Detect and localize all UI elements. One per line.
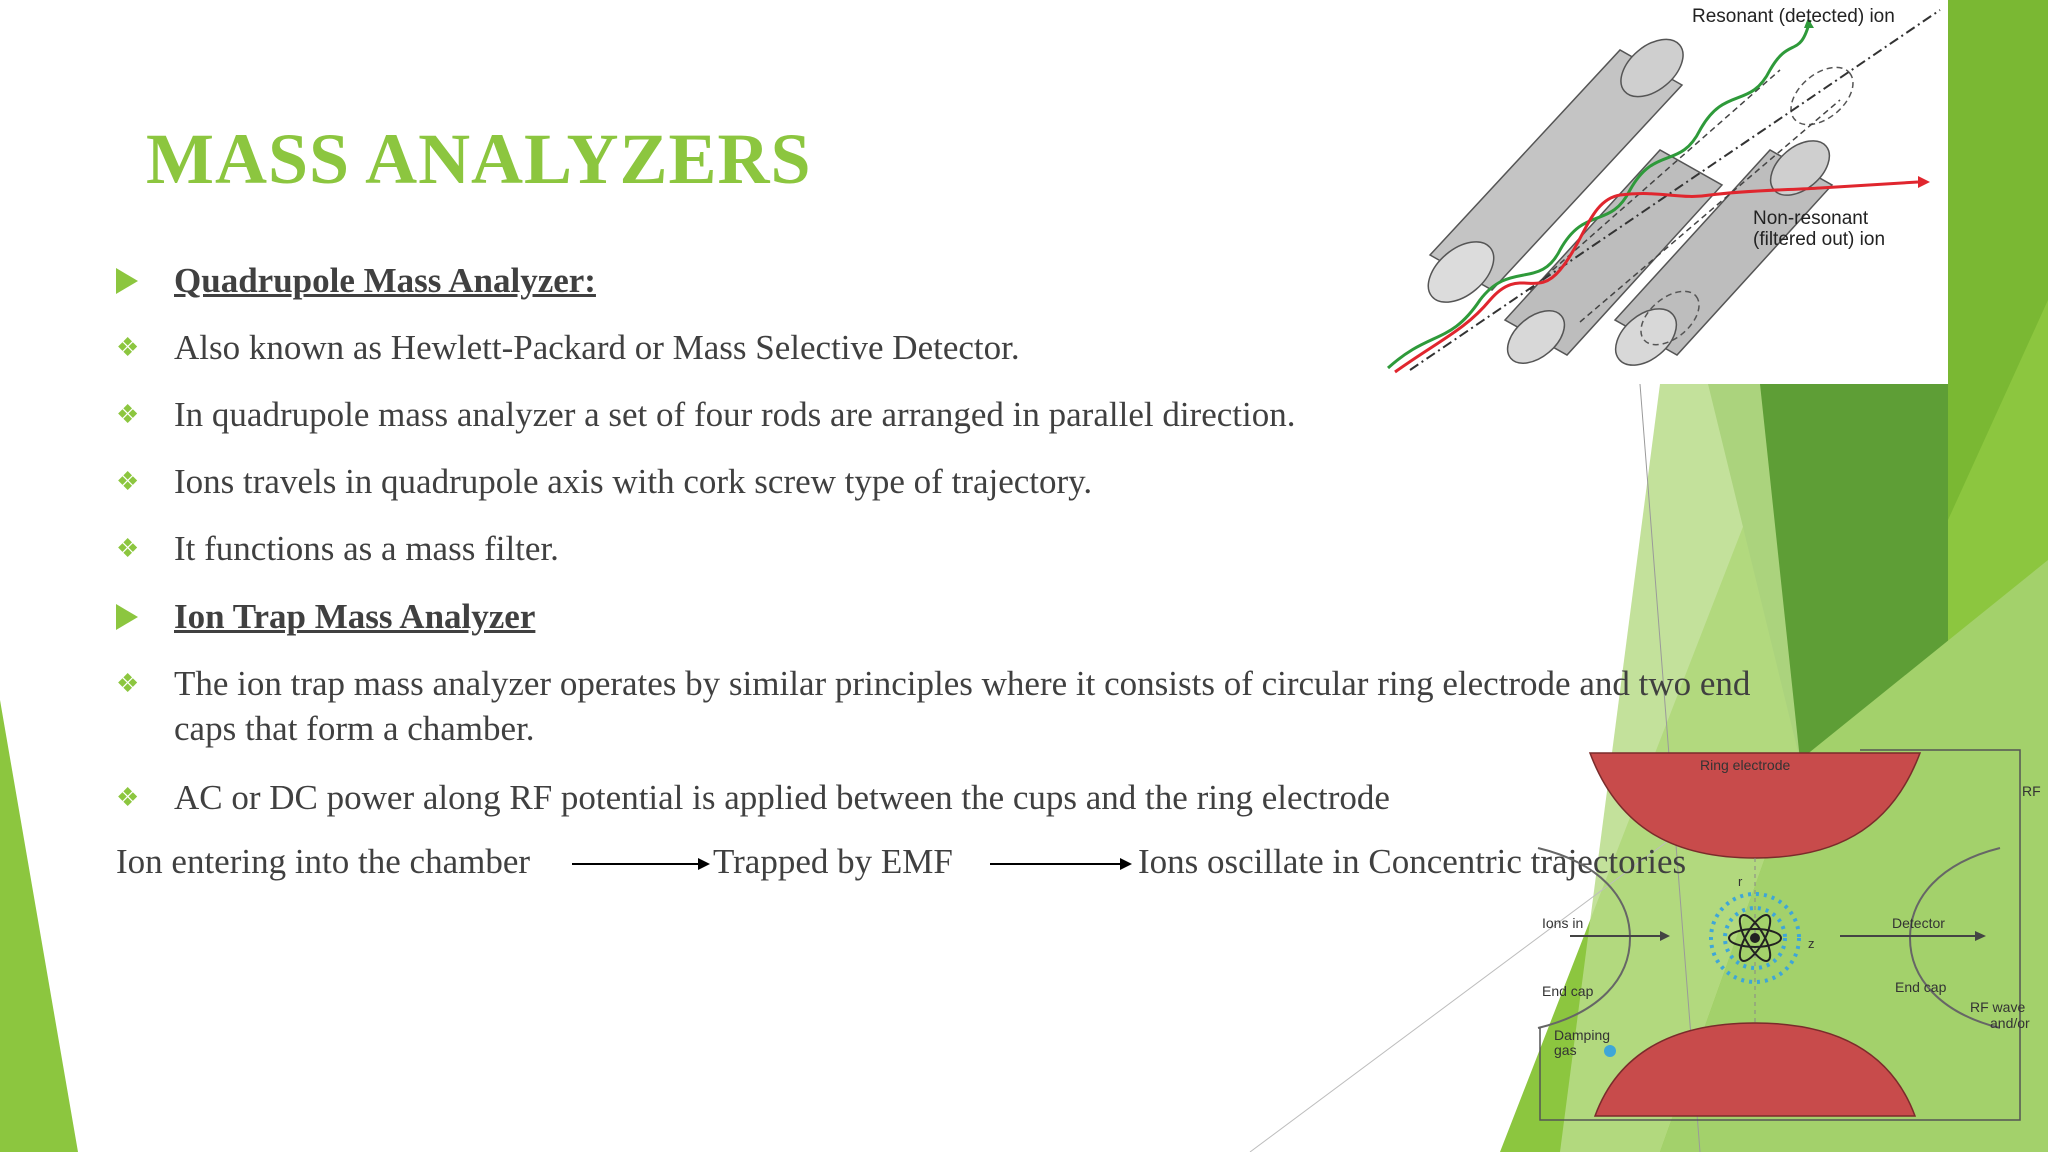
z0-label: z [1808,936,1815,951]
diamond-bullet-icon: ❖ [116,783,140,812]
quadrupole-diagram: Resonant (detected) ion Non-resonant (fi… [1370,0,1948,384]
bullet-text: The ion trap mass analyzer operates by s… [174,664,1751,703]
flow-step-2: Trapped by EMF [713,842,953,881]
bullet-text: Ions travels in quadrupole axis with cor… [174,462,1093,501]
bullet-text: caps that form a chamber. [174,709,535,748]
arrow-right-icon [1918,176,1930,188]
gas-bubble-icon [1604,1045,1616,1057]
ions-in-label: Ions in [1542,915,1583,931]
bullet-text: It functions as a mass filter. [174,529,559,568]
diamond-bullet-icon: ❖ [116,333,140,362]
end-cap-right [1908,847,2001,1029]
arrow-up-icon [1804,18,1814,28]
heading-text: Quadrupole Mass Analyzer: [174,261,596,300]
arrow-right-icon [990,858,1132,870]
flow-step-1: Ion entering into the chamber [116,842,531,881]
slide-title: MASS ANALYZERS [146,119,812,199]
r0-label: r [1738,874,1743,889]
triangle-bullet-icon [116,268,138,294]
trapped-ions-cloud [1709,892,1801,984]
arrow-right-icon [1660,931,1670,941]
ring-electrode-label: Ring electrode [1700,757,1790,773]
rf-wave-label-1: RF wave [1970,999,2025,1015]
resonant-ion-label: Resonant (detected) ion [1692,6,1895,27]
damping-gas-label-1: Damping [1554,1027,1610,1043]
flow-step-3: Ions oscillate in Concentric trajectorie… [1138,842,1687,881]
right-pale-green-shape [1660,560,2048,1152]
nonresonant-ion-path [1394,180,1919,374]
rf-wave-label-2: and/or [1990,1015,2030,1031]
left-green-wedge [0,700,78,1152]
rf-circuit-wire [1539,749,2021,1121]
detector-label: Detector [1892,915,1945,931]
bullet-text: In quadrupole mass analyzer a set of fou… [174,395,1296,434]
rf-label: RF [2022,783,2041,799]
quadrupole-rods [1427,38,1854,366]
atom-icon [1728,914,1782,962]
end-cap-left-label: End cap [1542,983,1594,999]
heading-text: Ion Trap Mass Analyzer [174,597,536,636]
diamond-bullet-icon: ❖ [116,534,140,563]
ion-trap-diagram: Ring electrode RF Ions in Detector End c… [1537,749,2041,1121]
quadrupole-axis [1409,9,1941,371]
bullet-text: Also known as Hewlett-Packard or Mass Se… [174,328,1020,367]
process-flow: Ion entering into the chamber Trapped by… [116,842,1816,888]
diamond-bullet-icon: ❖ [116,400,140,429]
end-cap-right-label: End cap [1895,979,1947,995]
diamond-bullet-icon: ❖ [116,669,140,698]
resonant-ion-path [1386,19,1812,370]
damping-gas-label-2: gas [1554,1042,1577,1058]
ring-electrode-top [1588,752,1922,859]
arrow-right-icon [572,858,710,870]
ring-electrode-bottom [1593,1022,1917,1117]
end-cap-left [1537,847,1632,1029]
bullet-text: AC or DC power along RF potential is app… [174,778,1390,817]
arrow-right-icon [1975,931,1986,941]
nonresonant-label-1: Non-resonant [1753,208,1869,229]
nonresonant-label-2: (filtered out) ion [1753,229,1885,250]
diamond-bullet-icon: ❖ [116,467,140,496]
triangle-bullet-icon [116,604,138,630]
right-bright-green-strip [1948,0,2048,520]
